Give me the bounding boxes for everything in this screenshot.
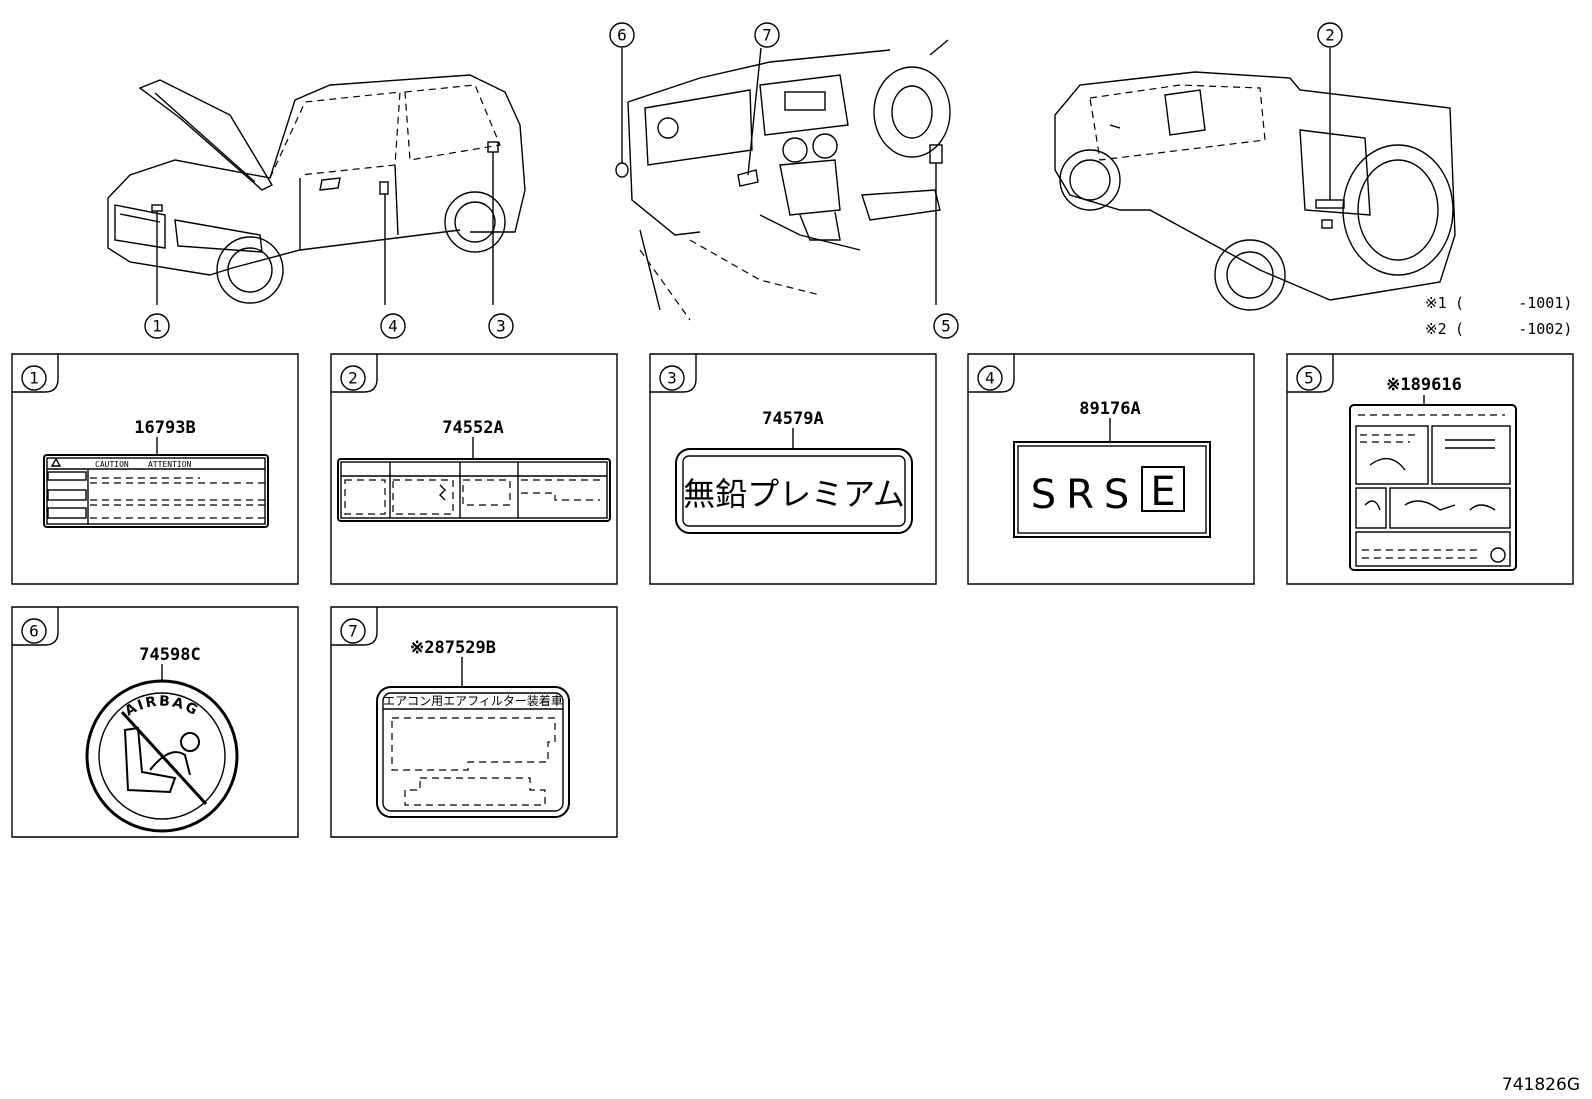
note-1-mark: ※1 bbox=[1425, 294, 1447, 312]
callout-7: 7 bbox=[762, 26, 772, 45]
callout-6: 6 bbox=[617, 26, 627, 45]
label-74598C: AIRBAG bbox=[85, 664, 239, 833]
label-87529B-text: エアコン用エアフィルター装着車 bbox=[383, 693, 563, 708]
part-numbers: 16793B 74552A 74579A 89176A ※189616 7459… bbox=[134, 375, 1462, 665]
callout-3: 3 bbox=[496, 317, 506, 336]
panel-1-number: 1 bbox=[29, 369, 39, 388]
part-number-74579A: 74579A bbox=[762, 409, 823, 429]
note-2-text: ( -1002) bbox=[1455, 320, 1572, 338]
callout-2: 2 bbox=[1325, 26, 1335, 45]
callout-4: 4 bbox=[388, 317, 398, 336]
callout-circles: 1 4 3 6 7 5 2 bbox=[144, 22, 1343, 339]
panel-6-number: 6 bbox=[29, 622, 39, 641]
part-number-74598C: 74598C bbox=[139, 645, 200, 665]
panel-4-number: 4 bbox=[985, 369, 995, 388]
production-notes: ※1 ( -1001) ※2 ( -1002) bbox=[1425, 294, 1572, 338]
diagram-id: 741826G bbox=[1502, 1075, 1580, 1095]
label-89176A-box: E bbox=[1150, 469, 1175, 515]
panel-7-number: 7 bbox=[348, 622, 358, 641]
part-number-16793B: 16793B bbox=[134, 418, 195, 438]
label-74579A-text: 無鉛プレミアム bbox=[683, 475, 905, 513]
vehicle-rear-view bbox=[1054, 48, 1456, 311]
panel-2-number: 2 bbox=[348, 369, 358, 388]
part-number-74552A: 74552A bbox=[442, 418, 503, 438]
label-89176A-text: SRS bbox=[1031, 472, 1140, 518]
note-2-mark: ※2 bbox=[1425, 320, 1447, 338]
panel-3-number: 3 bbox=[667, 369, 677, 388]
label-89616 bbox=[1349, 395, 1517, 571]
note-1-text: ( -1001) bbox=[1455, 294, 1572, 312]
label-74579A: 無鉛プレミアム bbox=[675, 428, 913, 534]
label-74552A bbox=[337, 437, 611, 522]
panel-5-number: 5 bbox=[1304, 369, 1314, 388]
vehicle-interior-view bbox=[615, 39, 951, 321]
label-16793B: CAUTION ATTENTION bbox=[43, 437, 269, 528]
part-number-89176A: 89176A bbox=[1079, 399, 1140, 419]
panel-numbers: 1 2 3 4 5 6 7 bbox=[21, 365, 1322, 644]
part-number-89616: ※189616 bbox=[1386, 375, 1462, 395]
label-74598C-text: AIRBAG bbox=[122, 693, 201, 719]
panel-frames bbox=[11, 353, 1574, 838]
label-89176A: SRS E bbox=[1013, 418, 1211, 538]
part-number-87529B: ※287529B bbox=[410, 638, 496, 658]
vehicle-front-view bbox=[107, 74, 526, 305]
label-87529B: エアコン用エアフィルター装着車 bbox=[376, 657, 570, 818]
label-16793B-text: CAUTION ATTENTION bbox=[95, 460, 192, 469]
callout-5: 5 bbox=[941, 317, 951, 336]
callout-1: 1 bbox=[152, 317, 162, 336]
